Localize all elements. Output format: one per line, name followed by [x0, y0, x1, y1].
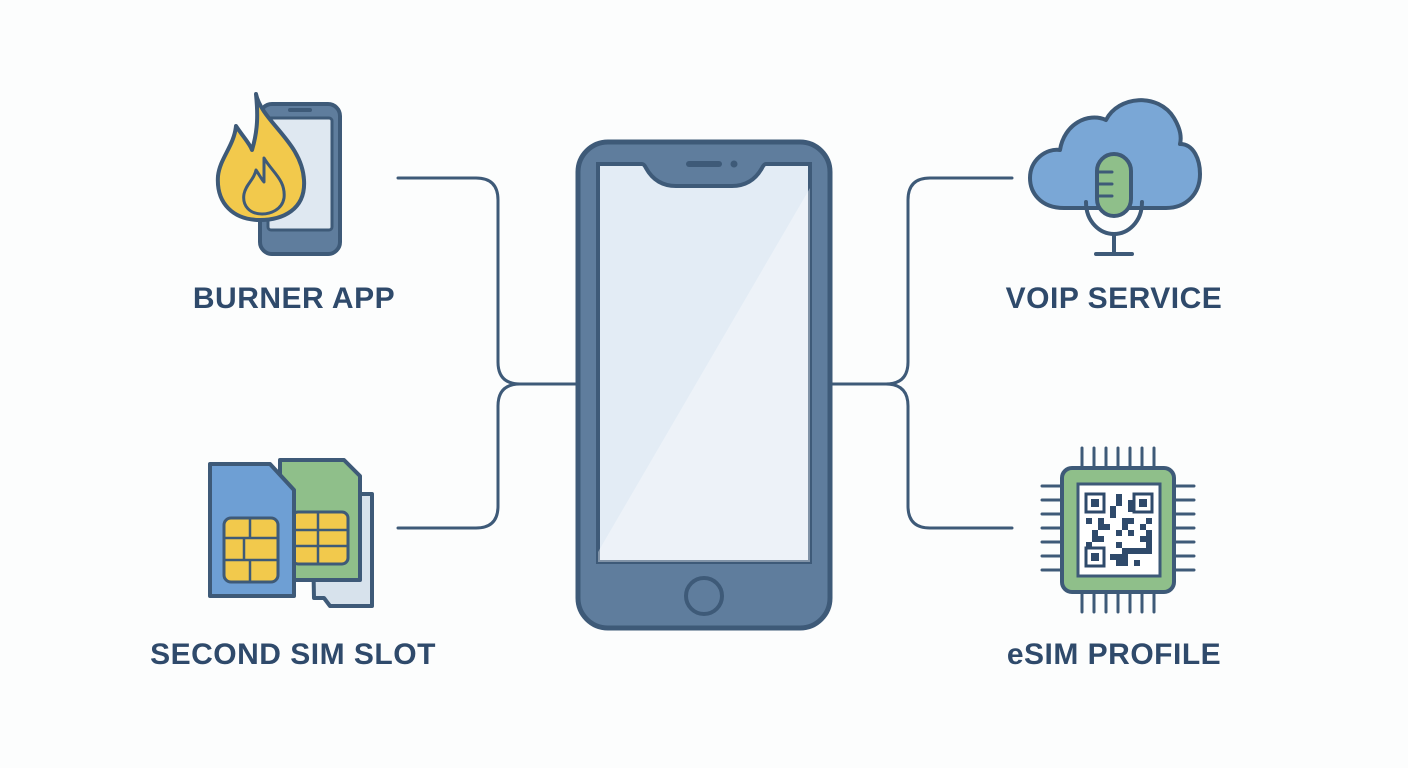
connector-second-sim-slot: [396, 382, 522, 530]
smartphone-icon: [575, 139, 833, 631]
label-esim-profile: eSIM PROFILE: [1006, 638, 1222, 671]
connectors: [396, 176, 1014, 530]
cloud-microphone-icon: [1028, 98, 1202, 256]
sim-cards-icon: [208, 458, 374, 608]
connector-esim-profile: [884, 382, 1014, 530]
label-burner-app: BURNER APP: [192, 282, 396, 315]
connector-voip-service: [828, 176, 1014, 386]
esim-chip-qr-icon: [1040, 446, 1196, 614]
connector-burner-app: [396, 176, 578, 386]
label-voip-service: VOIP SERVICE: [1005, 282, 1223, 315]
flame-phone-icon: [215, 92, 342, 256]
label-second-sim-slot: SECOND SIM SLOT: [150, 638, 436, 671]
